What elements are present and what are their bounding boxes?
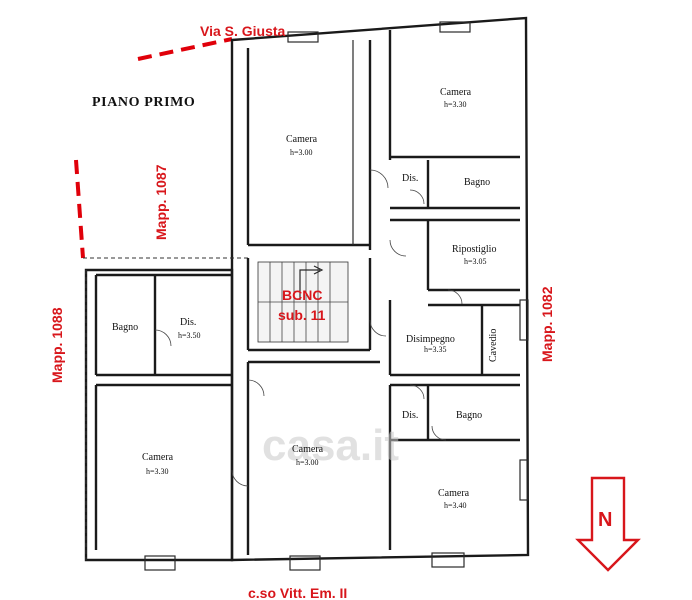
- common-area-line1: BCNC: [282, 287, 322, 303]
- room-camera-bottom-center-height: h=3.00: [296, 458, 319, 467]
- building-outline: [83, 16, 530, 562]
- boundary-lines: [74, 37, 233, 259]
- room-dis-top-name: Dis.: [402, 173, 418, 184]
- north-arrow: N: [575, 476, 641, 572]
- room-camera-top-center-name: Camera: [286, 134, 318, 145]
- street-south: c.so Vitt. Em. II: [248, 585, 347, 600]
- room-camera-left-name: Camera: [142, 452, 174, 463]
- windows: [144, 21, 529, 571]
- street-north: Via S. Giusta: [200, 23, 286, 39]
- room-bagno-top-name: Bagno: [464, 177, 490, 188]
- plan-title: PIANO PRIMO: [92, 95, 195, 110]
- door-swings: [154, 169, 463, 487]
- interior-walls: [94, 30, 520, 555]
- watermark: casa.it: [262, 421, 399, 470]
- room-disimpegno-height: h=3.35: [424, 345, 447, 354]
- parcel-left-lower: Mapp. 1088: [49, 307, 65, 383]
- room-dis-bottom-name: Dis.: [402, 410, 418, 421]
- north-label: N: [598, 509, 612, 531]
- room-bagno-bottom-name: Bagno: [456, 410, 482, 421]
- room-disimpegno-name: Disimpegno: [406, 334, 455, 345]
- parcel-left-upper: Mapp. 1087: [153, 164, 169, 240]
- room-dis-left-height: h=3.50: [178, 331, 201, 340]
- room-cavedio-name: Cavedio: [488, 329, 499, 362]
- room-labels: Camera h=3.00 Camera h=3.30 Dis. Bagno R…: [112, 87, 499, 510]
- parcel-right: Mapp. 1082: [539, 286, 555, 362]
- room-camera-top-right-height: h=3.30: [444, 100, 467, 109]
- room-camera-bottom-right-height: h=3.40: [444, 501, 467, 510]
- room-dis-left-name: Dis.: [180, 317, 196, 328]
- room-bagno-left-name: Bagno: [112, 322, 138, 333]
- room-camera-bottom-right-name: Camera: [438, 488, 470, 499]
- room-ripostiglio-height: h=3.05: [464, 257, 487, 266]
- room-camera-left-height: h=3.30: [146, 467, 169, 476]
- room-camera-top-center-height: h=3.00: [290, 148, 313, 157]
- common-area-line2: sub. 11: [278, 307, 326, 323]
- room-ripostiglio-name: Ripostiglio: [452, 244, 496, 255]
- room-camera-top-right-name: Camera: [440, 87, 472, 98]
- room-camera-bottom-center-name: Camera: [292, 444, 324, 455]
- staircase: [257, 261, 349, 343]
